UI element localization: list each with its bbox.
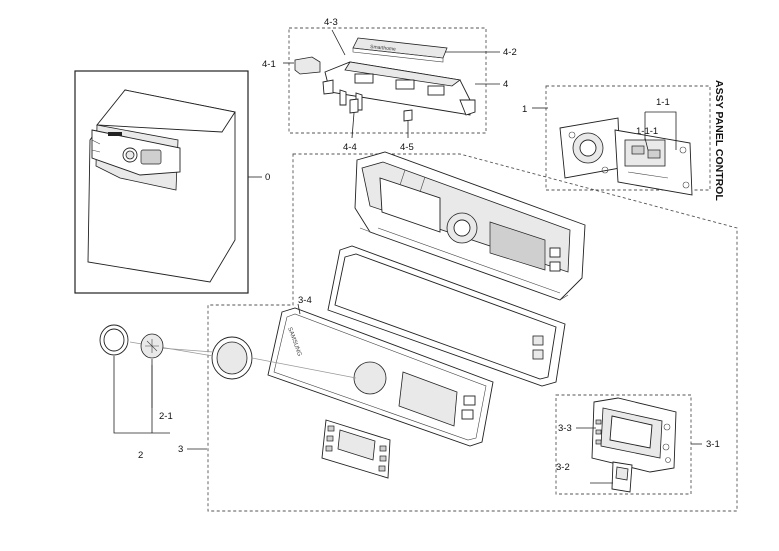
group-box-3 xyxy=(207,153,738,512)
projection-line-ring xyxy=(159,347,214,353)
leader-1-1 xyxy=(644,111,677,150)
label-1: 1 xyxy=(522,104,527,115)
projection-line-overlay xyxy=(251,357,357,379)
panel-overlay-3-4: SAMSUNG xyxy=(267,307,494,447)
knob-assembly xyxy=(99,324,164,359)
leader-4-4 xyxy=(351,112,355,139)
label-4: 4 xyxy=(503,79,508,90)
leader-3-4 xyxy=(297,303,301,315)
label-3-4: 3-4 xyxy=(298,295,312,306)
diagram-title: ASSY PANEL CONTROL xyxy=(713,80,725,201)
label-2: 2 xyxy=(138,450,143,461)
label-4-3: 4-3 xyxy=(324,17,338,28)
label-4-5: 4-5 xyxy=(400,142,414,153)
pcb-assembly xyxy=(559,117,693,196)
leader-4-3 xyxy=(331,29,346,56)
key-pad xyxy=(321,419,391,479)
group-box-1 xyxy=(545,85,711,191)
control-panel-housing xyxy=(354,151,586,301)
display-connector-3-2 xyxy=(611,461,633,493)
display-pcb-assembly xyxy=(591,397,677,473)
label-3-2: 3-2 xyxy=(556,462,570,473)
cover-print: Smarthome xyxy=(370,44,397,53)
label-3: 3 xyxy=(178,444,183,455)
label-1-1-1: 1-1-1 xyxy=(636,126,658,137)
top-cover-assembly: Smarthome xyxy=(294,37,476,122)
label-4-2: 4-2 xyxy=(503,47,517,58)
knob-ring xyxy=(211,336,253,380)
washer-cabinet xyxy=(74,70,249,294)
label-0: 0 xyxy=(265,172,270,183)
label-3-1: 3-1 xyxy=(706,439,720,450)
leader-1-1-1 xyxy=(644,137,649,151)
group-box-4 xyxy=(288,27,487,134)
label-4-4: 4-4 xyxy=(343,142,357,153)
label-1-1: 1-1 xyxy=(656,97,670,108)
clear-bezel-frame xyxy=(327,245,566,387)
label-4-1: 4-1 xyxy=(262,59,276,70)
group-box-3-1 xyxy=(555,394,692,495)
label-2-1: 2-1 xyxy=(159,411,173,422)
label-3-3: 3-3 xyxy=(558,423,572,434)
